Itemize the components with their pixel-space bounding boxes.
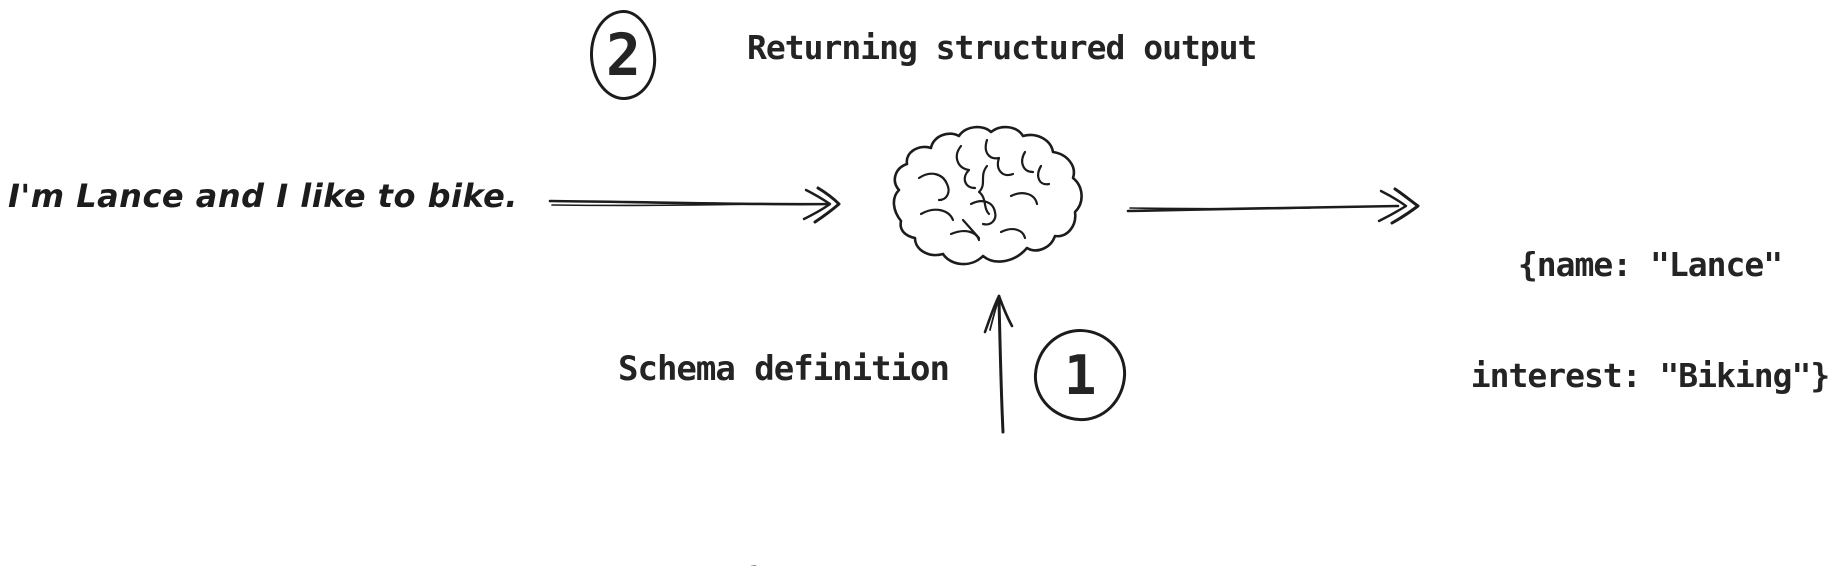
output-json-line2: interest: "Biking"} bbox=[1470, 356, 1831, 395]
input-arrow bbox=[548, 186, 841, 224]
brain-icon bbox=[892, 125, 1083, 266]
schema-json: {name: "Person's name" interest: "Person… bbox=[600, 478, 1220, 566]
step-1-badge: 1 bbox=[1031, 326, 1129, 424]
step-1-number: 1 bbox=[1063, 343, 1097, 407]
step-2-badge: 2 bbox=[588, 8, 658, 102]
step-2-number: 2 bbox=[605, 21, 641, 90]
step-2-label: Returning structured output bbox=[747, 28, 1257, 67]
step-1-label: Schema definition bbox=[618, 349, 950, 389]
input-sentence: I'm Lance and I like to bike. bbox=[8, 177, 518, 215]
output-arrow bbox=[1126, 187, 1420, 225]
output-json-line1: {name: "Lance" bbox=[1517, 245, 1783, 284]
output-json: {name: "Lance" interest: "Biking"} bbox=[1450, 172, 1838, 468]
schema-arrow bbox=[983, 294, 1014, 434]
schema-json-line1: {name: "Person's name" bbox=[600, 558, 1220, 566]
